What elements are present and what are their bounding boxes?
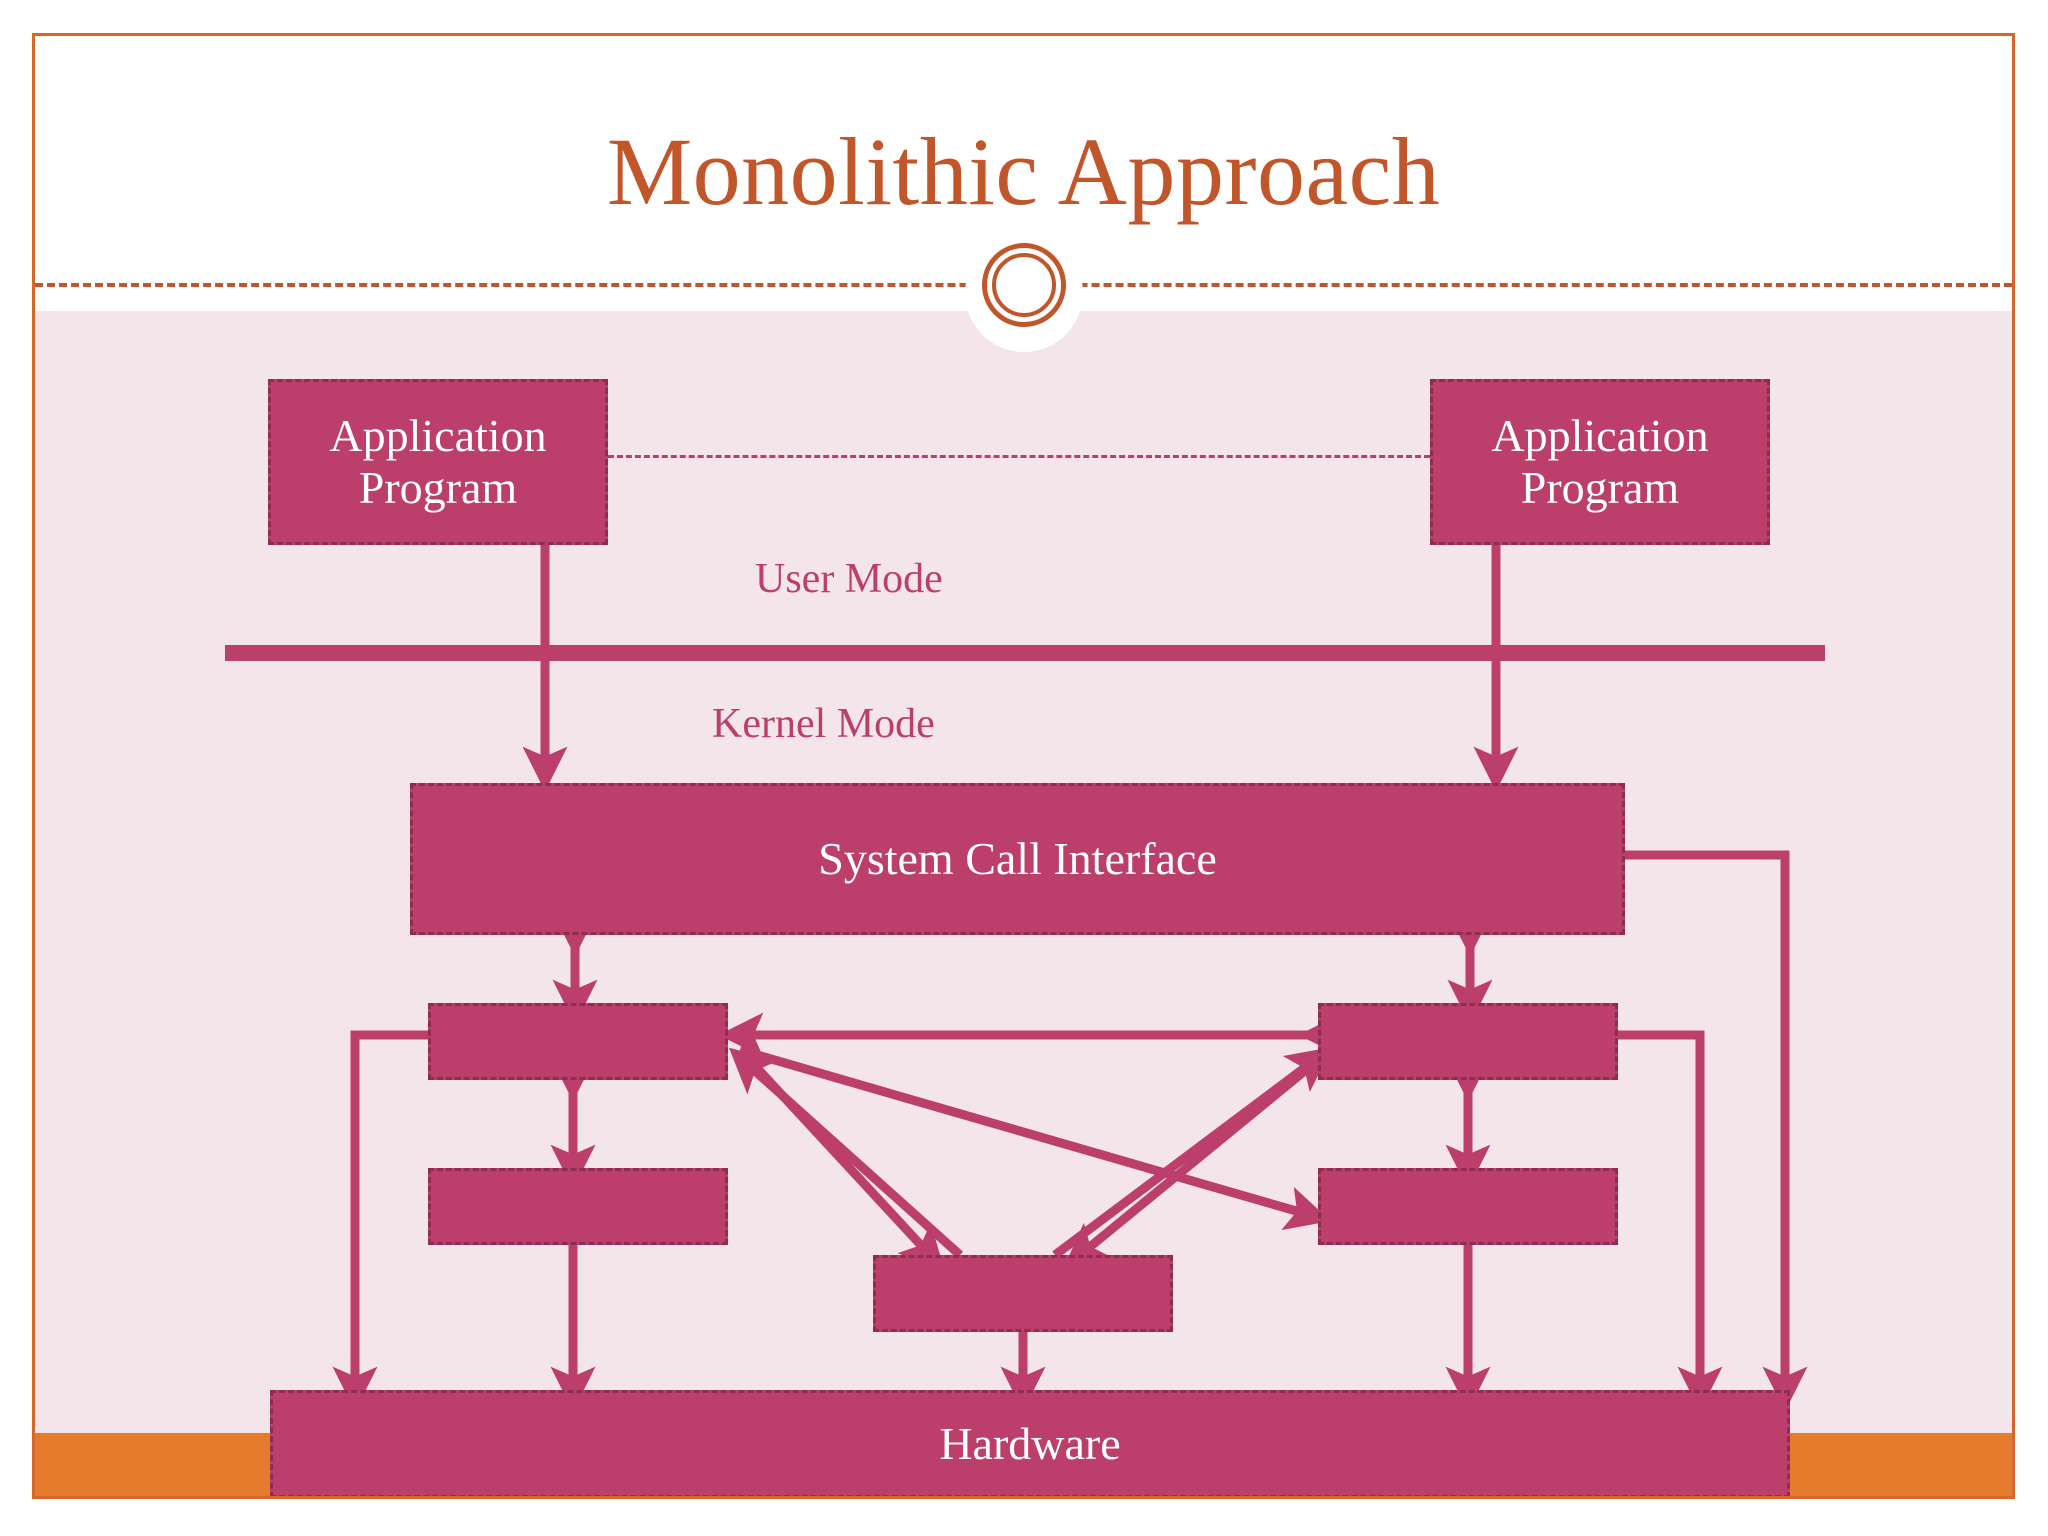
node-kernel-module-d[interactable] <box>1318 1168 1618 1245</box>
node-application-program-left[interactable]: Application Program <box>268 379 608 545</box>
page-title: Monolithic Approach <box>606 118 1441 225</box>
edge-mode-modc <box>1052 1047 1333 1259</box>
edge-moda-modd <box>738 1045 1331 1231</box>
node-label-line1: Application <box>1491 410 1709 462</box>
edge-mode-moda <box>728 1047 964 1259</box>
kernel-mode-label: Kernel Mode <box>712 701 935 747</box>
node-kernel-module-a[interactable] <box>428 1003 728 1080</box>
node-application-program-right[interactable]: Application Program <box>1430 379 1770 545</box>
user-kernel-divider-bar <box>225 645 1825 661</box>
user-mode-label: User Mode <box>755 556 943 602</box>
node-kernel-module-c[interactable] <box>1318 1003 1618 1080</box>
node-label-line2: Program <box>1520 462 1680 513</box>
edge-appleft-appright-dashed <box>608 455 1430 458</box>
node-label-line1: Application <box>329 410 547 462</box>
edge-moda-hardware-elbow <box>332 1030 428 1412</box>
double-ring-circle-icon <box>982 243 1066 327</box>
node-kernel-module-e[interactable] <box>873 1255 1173 1332</box>
node-system-call-interface[interactable]: System Call Interface <box>410 783 1625 935</box>
edge-modc-hardware-elbow <box>1617 1030 1723 1412</box>
node-hardware[interactable]: Hardware <box>270 1390 1790 1498</box>
node-kernel-module-b[interactable] <box>428 1168 728 1245</box>
node-label-line2: Program <box>358 462 518 513</box>
edge-sci-hardware-elbow <box>1620 850 1808 1412</box>
